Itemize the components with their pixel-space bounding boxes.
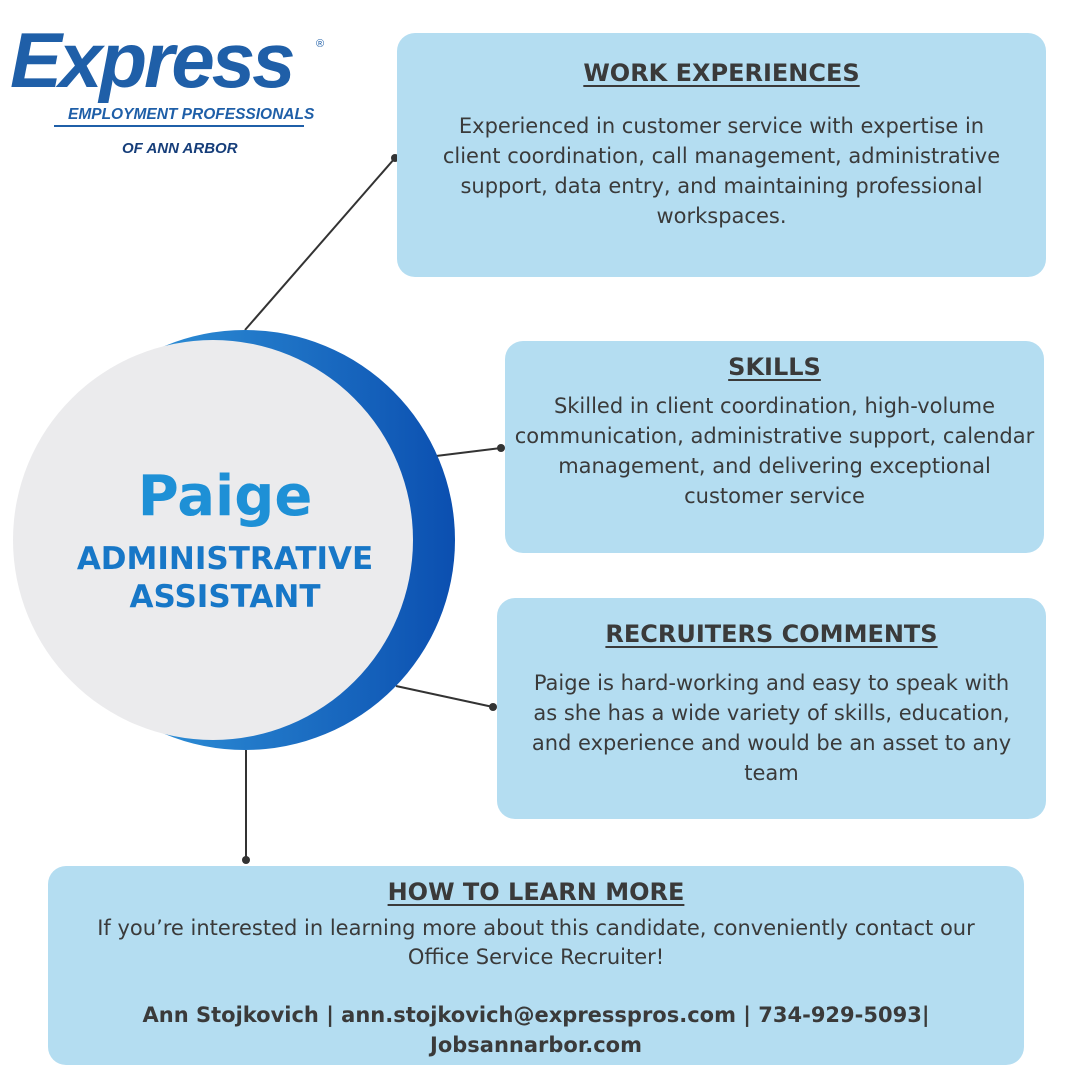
candidate-title: ADMINISTRATIVE ASSISTANT: [76, 541, 374, 615]
recruiters-comments-card: RECRUITERS COMMENTS Paige is hard-workin…: [497, 598, 1046, 819]
how-to-learn-more-card: HOW TO LEARN MORE If you’re interested i…: [48, 866, 1024, 1065]
logo-wordmark: Express: [10, 16, 296, 104]
recruiter-contact[interactable]: Ann Stojkovich | ann.stojkovich@expressp…: [142, 1003, 930, 1057]
learn-more-intro: If you’re interested in learning more ab…: [97, 916, 975, 969]
circle-face: [13, 340, 413, 740]
connector-recruiters-dot: [489, 703, 497, 711]
how-to-learn-more-heading: HOW TO LEARN MORE: [387, 878, 685, 906]
logo-location: OF ANN ARBOR: [122, 140, 238, 157]
work-experiences-card: WORK EXPERIENCES Experienced in customer…: [397, 33, 1046, 277]
candidate-name: Paige: [137, 464, 313, 529]
skills-text: Skilled in client coordination, high-vol…: [514, 394, 1035, 508]
connector-learn-dot: [242, 856, 250, 864]
recruiters-comments-text: Paige is hard-working and easy to speak …: [531, 671, 1012, 785]
skills-card: SKILLS Skilled in client coordination, h…: [505, 341, 1044, 553]
express-logo: Express ® EMPLOYMENT PROFESSIONALS OF AN…: [10, 16, 330, 157]
skills-heading: SKILLS: [728, 353, 821, 381]
connector-recruiters: [395, 685, 494, 708]
work-experiences-heading: WORK EXPERIENCES: [583, 59, 860, 87]
logo-registered-mark: ®: [316, 38, 325, 50]
connector-work: [244, 157, 396, 331]
connector-skills: [435, 447, 502, 457]
recruiters-comments-heading: RECRUITERS COMMENTS: [605, 620, 938, 648]
logo-divider: [54, 125, 304, 127]
logo-subtitle: EMPLOYMENT PROFESSIONALS: [68, 106, 315, 123]
connector-skills-dot: [497, 444, 505, 452]
work-experiences-text: Experienced in customer service with exp…: [442, 114, 1001, 228]
